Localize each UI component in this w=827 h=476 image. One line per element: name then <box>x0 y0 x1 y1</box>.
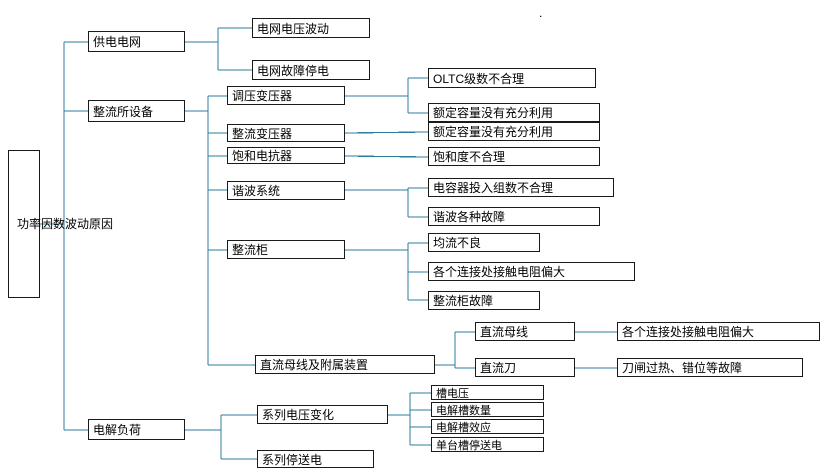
node-grid-voltage-fluctuation: 电网电压波动 <box>252 18 370 38</box>
node-contact-resistance-high-1: 各个连接处接触电阻偏大 <box>428 262 635 281</box>
node-dc-bus: 直流母线 <box>475 322 575 341</box>
node-rated-capacity-underused-1: 额定容量没有充分利用 <box>428 103 600 122</box>
stray-dot: . <box>539 6 543 20</box>
node-electrolysis-cell-effect: 电解槽效应 <box>431 419 544 434</box>
node-series-voltage-change: 系列电压变化 <box>257 405 388 424</box>
root-label: 功率因数波动原因 <box>17 216 114 231</box>
node-electrolysis-load: 电解负荷 <box>88 419 185 440</box>
node-grid-fault-outage: 电网故障停电 <box>252 60 370 80</box>
node-capacitor-groups-unreasonable: 电容器投入组数不合理 <box>428 178 614 197</box>
node-voltage-regulating-transformer: 调压变压器 <box>227 86 345 105</box>
node-dc-bus-and-accessories: 直流母线及附属装置 <box>255 355 435 374</box>
node-rectifier-cabinet: 整流柜 <box>227 240 345 259</box>
node-root: 功率因数波动原因 <box>8 150 114 298</box>
node-saturable-reactor: 饱和电抗器 <box>227 147 345 164</box>
node-rated-capacity-underused-2: 额定容量没有充分利用 <box>428 122 600 141</box>
node-dc-knife-switch: 直流刀 <box>475 358 575 377</box>
node-harmonic-system: 谐波系统 <box>227 181 345 200</box>
node-various-harmonic-faults: 谐波各种故障 <box>428 207 600 226</box>
node-saturation-unreasonable: 饱和度不合理 <box>428 147 600 166</box>
node-oltc-steps-unreasonable: OLTC级数不合理 <box>428 68 596 88</box>
node-power-supply-grid: 供电电网 <box>88 31 185 52</box>
node-series-power-onoff: 系列停送电 <box>257 450 374 468</box>
node-poor-current-sharing: 均流不良 <box>428 233 540 252</box>
node-cell-voltage: 槽电压 <box>431 385 544 400</box>
node-rectifier-cabinet-fault: 整流柜故障 <box>428 291 540 310</box>
node-electrolysis-cell-count: 电解槽数量 <box>431 402 544 417</box>
node-contact-resistance-high-2: 各个连接处接触电阻偏大 <box>617 322 820 341</box>
node-knife-switch-faults: 刀闸过热、错位等故障 <box>617 358 803 377</box>
node-single-cell-power-onoff: 单台槽停送电 <box>431 437 544 452</box>
node-rectifier-station-equipment: 整流所设备 <box>88 100 185 122</box>
node-rectifier-transformer: 整流变压器 <box>227 124 345 142</box>
